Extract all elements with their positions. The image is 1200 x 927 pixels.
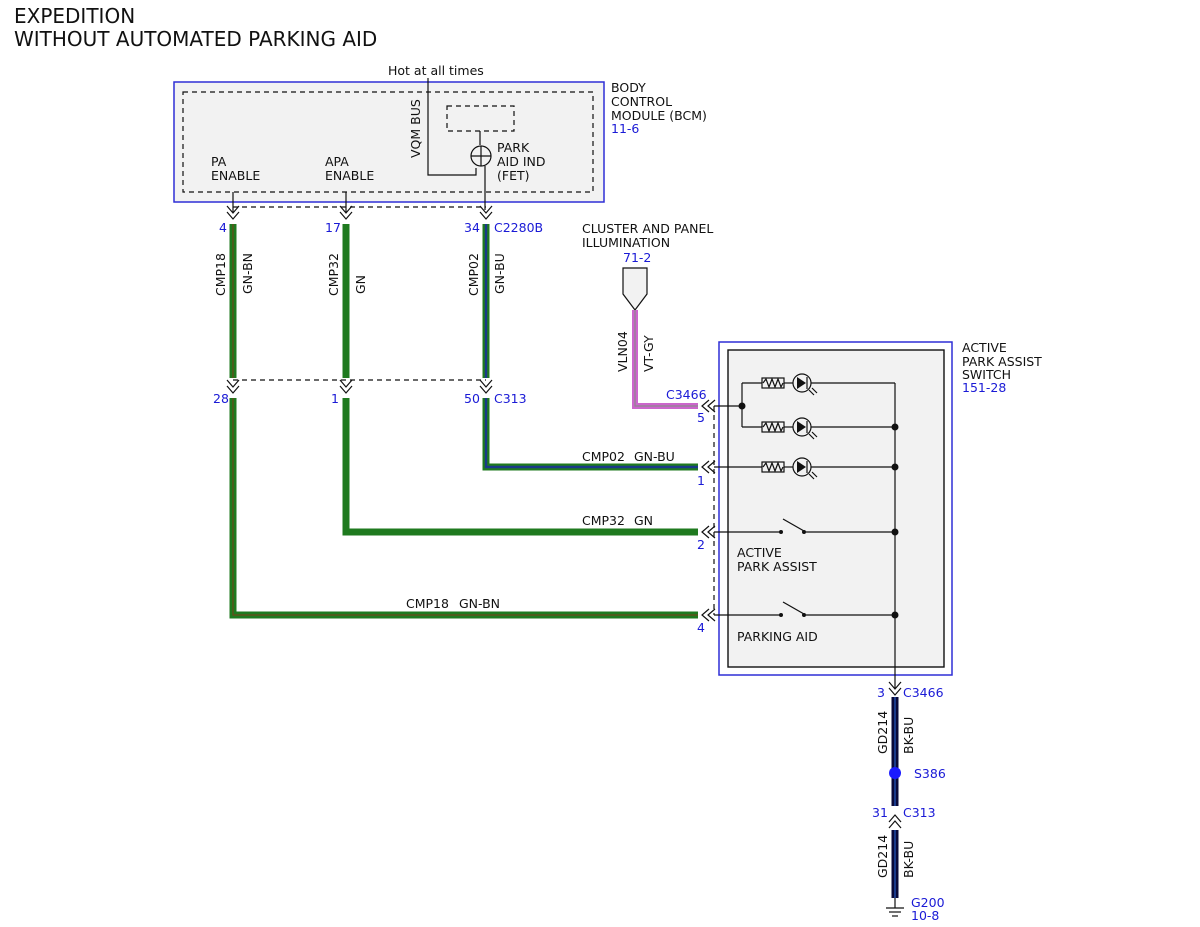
lower-cmp18-circuit: CMP18 [406, 596, 449, 611]
bcm-inner-dashed-box [182, 91, 594, 193]
lower-cmp18-color: GN-BN [459, 596, 500, 611]
wire-cmp18-lower[interactable] [229, 398, 698, 619]
active-park-assist-contact[interactable] [714, 518, 899, 536]
c313-pin50-terminal-icon [479, 379, 493, 394]
switch-name-line2: PARK ASSIST [962, 354, 1042, 369]
c3466-pin2-terminal-icon [701, 525, 716, 539]
illumination-label-line2: ILLUMINATION [582, 235, 670, 250]
diagram-title-line2: WITHOUT AUTOMATED PARKING AID [14, 27, 377, 51]
illumination-ref-link[interactable]: 71-2 [623, 250, 651, 265]
c3466-pin1-terminal-icon [701, 460, 716, 474]
upper-cmp32-circuit: CMP32 [326, 253, 341, 296]
c2280b-pin4-terminal-icon [226, 205, 240, 220]
switch-led-feed-node [738, 402, 746, 410]
c313-pin-50: 50 [464, 391, 480, 406]
apa-enable-line1: APA [325, 154, 349, 169]
pa-enable-line2: ENABLE [211, 168, 260, 183]
gd214-upper-circuit: GD214 [875, 711, 890, 754]
hot-feed-line [427, 78, 477, 176]
upper-cmp02-color: GN-BU [492, 253, 507, 294]
c3466-ground-connector: C3466 [903, 685, 944, 700]
c3466-pin3-terminal-icon [888, 681, 902, 696]
c3466-pin-1: 1 [697, 473, 705, 488]
ground-ref-link[interactable]: 10-8 [911, 908, 939, 923]
switch-ref-link[interactable]: 151-28 [962, 380, 1006, 395]
c313-pin1-terminal-icon [339, 379, 353, 394]
c2280b-pin-17: 17 [325, 220, 341, 235]
wire-cmp18-lower-stripe [232, 398, 698, 616]
led-row-3 [714, 457, 899, 480]
illumination-source-arrow-icon [622, 267, 648, 311]
vln04-circuit: VLN04 [615, 331, 630, 372]
vln04-color: VT-GY [641, 335, 656, 372]
led-row-1 [742, 373, 895, 396]
c2280b-pin34-terminal-icon [479, 205, 493, 220]
park-aid-ind-line2: AID IND [497, 154, 546, 169]
bcm-outer-box [173, 81, 605, 203]
lower-cmp02-circuit: CMP02 [582, 449, 625, 464]
wire-vln04-stripe [634, 310, 698, 407]
active-park-assist-label-line2: PARK ASSIST [737, 559, 817, 574]
parking-aid-label: PARKING AID [737, 629, 818, 644]
c313-pin-28: 28 [213, 391, 229, 406]
diagram-title-line1: EXPEDITION [14, 4, 135, 28]
bcm-name-line1: BODY [611, 80, 646, 95]
upper-cmp02-circuit: CMP02 [466, 253, 481, 296]
park-aid-ind-line3: (FET) [497, 168, 529, 183]
c3466-pin4-terminal-icon [701, 608, 716, 622]
bcm-name-line3: MODULE (BCM) [611, 108, 707, 123]
ground-g200-label[interactable]: G200 [911, 895, 945, 910]
c3466-pin-2: 2 [697, 537, 705, 552]
led-row-2 [742, 417, 899, 440]
splice-s386[interactable] [889, 767, 901, 779]
wire-cmp02-lower-stripe [484, 398, 698, 469]
c3466-connector-label: C3466 [666, 387, 707, 402]
bcm-ref-link[interactable]: 11-6 [611, 121, 639, 136]
hot-at-all-times-label: Hot at all times [388, 63, 484, 78]
splice-s386-label: S386 [914, 766, 946, 781]
park-aid-ind-line1: PARK [497, 140, 530, 155]
illumination-label-line1: CLUSTER AND PANEL [582, 221, 713, 236]
ground-icon [886, 898, 904, 917]
c2280b-pin-34: 34 [464, 220, 480, 235]
c313-pin31-terminal-icon [888, 814, 902, 829]
c2280b-connector-label: C2280B [494, 220, 543, 235]
c2280b-pin-4: 4 [219, 220, 227, 235]
active-park-assist-switch[interactable] [718, 341, 953, 676]
upper-cmp18-color: GN-BN [240, 253, 255, 294]
c313-pin-1: 1 [331, 391, 339, 406]
c3466-pin5-terminal-icon [701, 399, 716, 413]
c2280b-pin17-terminal-icon [339, 205, 353, 220]
c3466-ground-pin: 3 [877, 685, 885, 700]
switch-name-line1: ACTIVE [962, 340, 1007, 355]
upper-cmp32-color: GN [353, 275, 368, 294]
c313-pin28-terminal-icon [226, 379, 240, 394]
c3466-pin-4: 4 [697, 620, 705, 635]
parking-aid-contact[interactable] [714, 601, 899, 619]
upper-cmp18-circuit: CMP18 [213, 253, 228, 296]
apa-enable-line2: ENABLE [325, 168, 374, 183]
gd214-lower-color: BK-BU [901, 841, 916, 878]
c3466-pin-5: 5 [697, 410, 705, 425]
bcm-name-line2: CONTROL [611, 94, 672, 109]
gd214-upper-color: BK-BU [901, 717, 916, 754]
c313-connector-label: C313 [494, 391, 527, 406]
active-park-assist-label-line1: ACTIVE [737, 545, 782, 560]
body-control-module[interactable] [173, 81, 605, 203]
bcm-internal-dashed-block [446, 105, 515, 132]
switch-name-line3: SWITCH [962, 367, 1011, 382]
c313-ground-pin: 31 [872, 805, 888, 820]
pa-enable-line1: PA [211, 154, 227, 169]
lower-cmp32-circuit: CMP32 [582, 513, 625, 528]
lower-cmp32-color: GN [634, 513, 653, 528]
lower-cmp02-color: GN-BU [634, 449, 675, 464]
wire-cmp32-lower[interactable] [342, 398, 698, 536]
vqm-bus-label: VQM BUS [408, 99, 423, 158]
switch-inner-box [727, 349, 945, 668]
c313-ground-connector: C313 [903, 805, 936, 820]
gd214-lower-circuit: GD214 [875, 835, 890, 878]
